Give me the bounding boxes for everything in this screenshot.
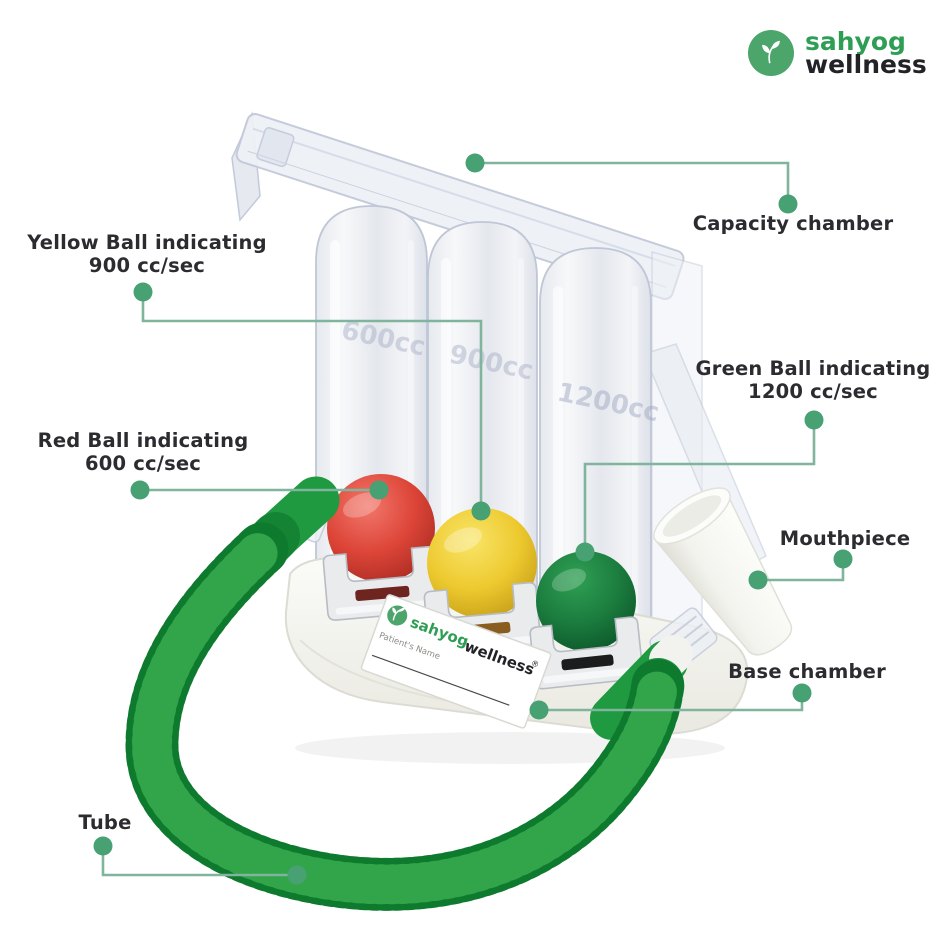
brand-wordmark: sahyog wellness	[805, 27, 927, 79]
callout-dot-capacity-label	[778, 194, 798, 214]
callout-dot-green-device	[575, 542, 595, 562]
label-mouthpiece: Mouthpiece	[780, 527, 911, 550]
callout-dot-capacity-device	[465, 153, 485, 173]
tube-text: Tube	[78, 811, 132, 834]
label-tube: Tube	[78, 811, 131, 834]
green-ball	[536, 551, 636, 651]
green-ball-text-line1: Green Ball indicating	[695, 357, 931, 380]
label-base-chamber: Base chamber	[728, 660, 886, 683]
green-ball-text-line2: 1200 cc/sec	[748, 380, 878, 403]
callout-dot-yellow-label	[133, 282, 153, 302]
yellow-ball-text-line2: 900 cc/sec	[88, 254, 206, 277]
label-red-ball: Red Ball indicating 600 cc/sec	[38, 429, 249, 475]
base-label: sahyog wellness ® Patient's Name	[360, 594, 552, 729]
callout-dot-base-label	[792, 683, 812, 703]
callout-line-tube	[101, 846, 297, 877]
callout-dot-yellow-device	[471, 501, 491, 521]
callout-line-mouthpiece	[758, 559, 845, 582]
red-ball-text-line1: Red Ball indicating	[37, 429, 249, 452]
yellow-ball	[427, 508, 537, 618]
base-label-registered-mark: ®	[530, 658, 541, 669]
breathing-tube	[125, 476, 693, 911]
callout-line-base-chamber	[539, 693, 804, 712]
callout-line-green-ball	[583, 420, 816, 552]
callout-dot-mouthpiece-device	[748, 570, 768, 590]
callout-dot-tube-device	[287, 865, 307, 885]
brand-name-secondary: wellness	[805, 50, 927, 79]
yellow-ball-text-line1: Yellow Ball indicating	[27, 231, 267, 254]
mouthpiece-cone	[652, 487, 793, 656]
brand-name-primary: sahyog	[805, 27, 906, 56]
callout-dot-base-device	[529, 700, 549, 720]
brand-leaf-icon	[748, 30, 794, 76]
callout-dot-red-device	[369, 480, 389, 500]
mouthpiece-text: Mouthpiece	[779, 527, 911, 550]
base-chamber-text: Base chamber	[728, 660, 886, 683]
red-ball	[327, 474, 435, 582]
red-ball-text-line2: 600 cc/sec	[84, 452, 202, 475]
callout-dot-red-label	[130, 480, 150, 500]
capacity-chamber-text: Capacity chamber	[692, 212, 894, 235]
label-yellow-ball: Yellow Ball indicating 900 cc/sec	[27, 231, 266, 277]
brand-logo: sahyog wellness	[748, 27, 927, 79]
callout-dot-tube-label	[93, 836, 113, 856]
label-capacity-chamber: Capacity chamber	[693, 212, 894, 235]
label-green-ball: Green Ball indicating 1200 cc/sec	[696, 357, 931, 403]
green-ball-assembly	[529, 551, 644, 690]
callout-line-capacity-chamber	[475, 161, 790, 204]
callout-dot-mouthpiece-label	[833, 549, 853, 569]
callout-line-yellow-ball	[141, 292, 483, 511]
callout-dot-green-label	[804, 410, 824, 430]
